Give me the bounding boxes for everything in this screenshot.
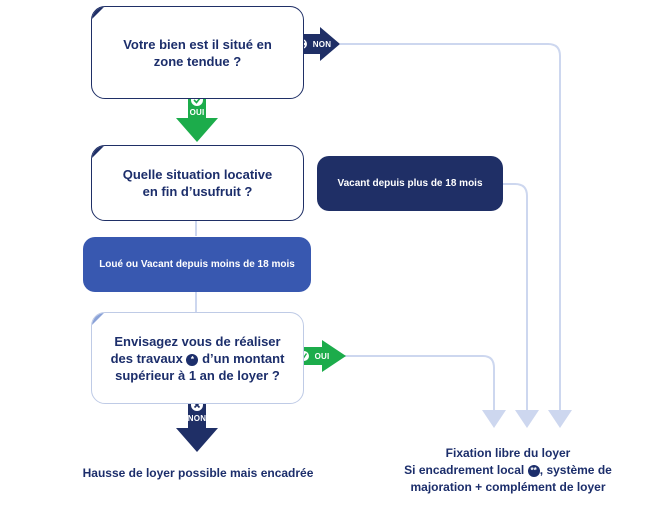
question-zone-tendue: Votre bien est il situé en zone tendue ? xyxy=(91,6,304,99)
outcome-fixation-suffix: , système de majoration + complément de … xyxy=(410,463,612,494)
connector-lines xyxy=(195,43,561,412)
box-corner-marker xyxy=(92,7,104,19)
oui-label-q3: OUI xyxy=(314,352,330,361)
option-vacant-long: Vacant depuis plus de 18 mois xyxy=(317,156,503,211)
line-non-to-right xyxy=(340,43,561,412)
line-oui-to-right xyxy=(340,355,495,412)
outcome-fixation-prefix: Si encadrement local xyxy=(404,463,525,477)
question-travaux-text: Envisagez vous de réaliser des travaux *… xyxy=(102,333,293,384)
oui-label-1: OUI xyxy=(189,108,205,117)
question-situation-locative-text: Quelle situation locative en fin d’usufr… xyxy=(122,167,273,199)
arrowhead-right-1 xyxy=(548,410,572,428)
outcome-fixation-libre: Fixation libre du loyer Si encadrement l… xyxy=(390,445,626,496)
outcome-hausse-encadree: Hausse de loyer possible mais encadrée xyxy=(82,466,314,480)
non-label-top: NON xyxy=(312,40,332,49)
footnote-double-star-icon: ** xyxy=(527,465,540,477)
box-corner-marker xyxy=(92,313,104,325)
question-situation-locative: Quelle situation locative en fin d’usufr… xyxy=(91,145,304,221)
outcome-fixation-line2: Si encadrement local **, système de majo… xyxy=(390,462,626,496)
light-arrowheads xyxy=(482,410,572,428)
question-zone-tendue-text: Votre bien est il situé en zone tendue ? xyxy=(123,36,272,69)
oui-arrow-right-q3 xyxy=(292,340,346,372)
question-travaux: Envisagez vous de réaliser des travaux *… xyxy=(91,312,304,404)
question-travaux-part2: d’un montant supérieur à 1 an de loyer ? xyxy=(115,350,285,383)
arrowhead-right-2 xyxy=(515,410,539,428)
footnote-star-icon: * xyxy=(186,353,199,366)
non-label-q3: NON xyxy=(187,414,207,423)
outcome-fixation-line1: Fixation libre du loyer xyxy=(445,446,571,460)
option-loue-or-vacant-short: Loué ou Vacant depuis moins de 18 mois xyxy=(83,237,311,292)
line-vacant-to-right xyxy=(502,183,528,412)
question-travaux-part1: Envisagez vous de réaliser des travaux xyxy=(110,333,281,366)
box-corner-marker xyxy=(92,146,104,158)
arrowhead-right-3 xyxy=(482,410,506,428)
